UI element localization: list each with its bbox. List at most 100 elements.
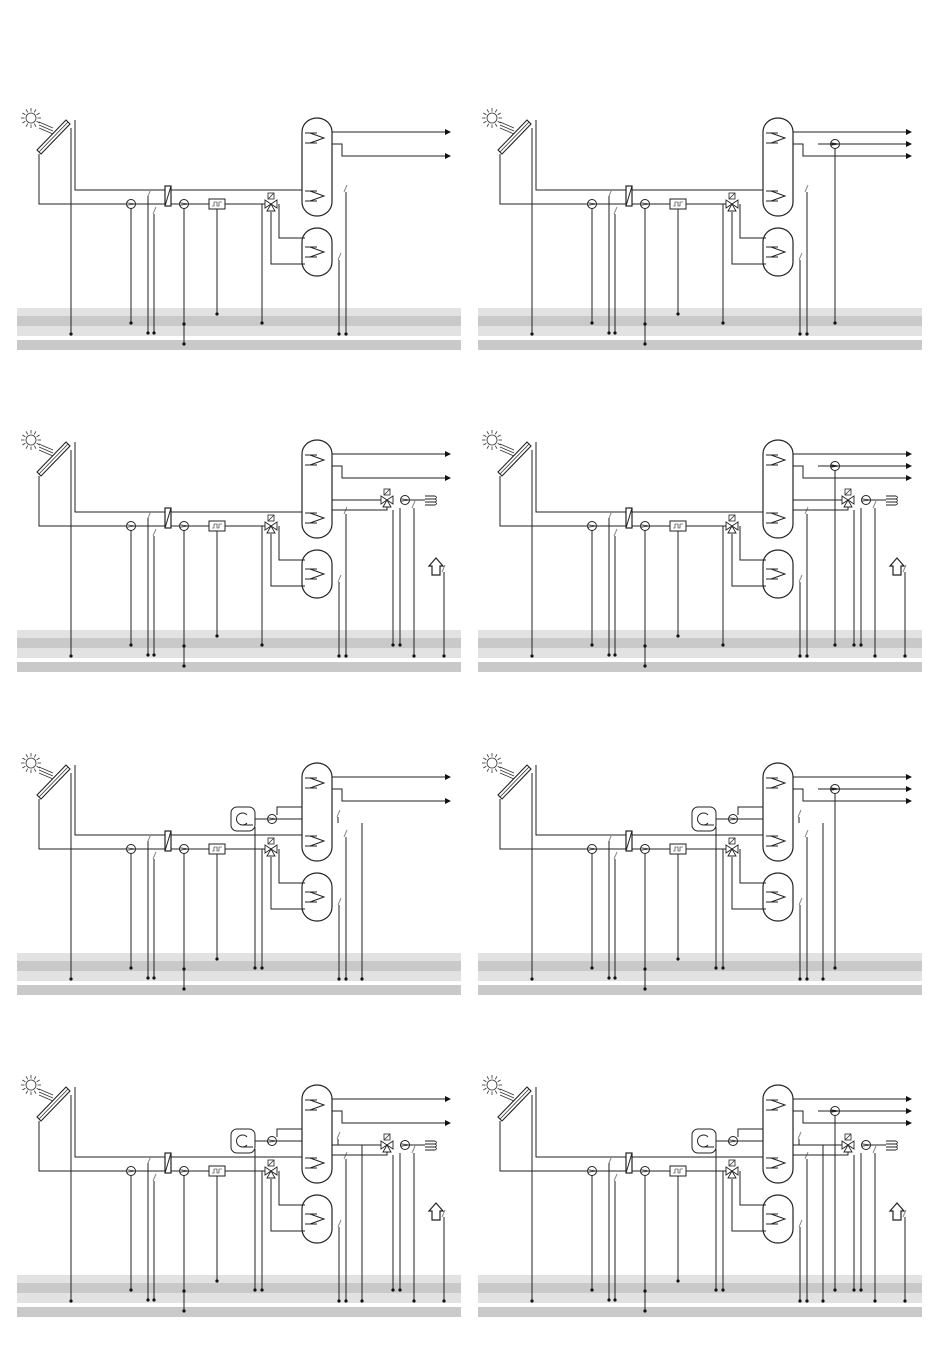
terminal-band bbox=[478, 1283, 922, 1293]
terminal-dot bbox=[215, 312, 218, 315]
terminal-dot bbox=[613, 976, 616, 979]
heat-exchanger-icon bbox=[165, 831, 171, 851]
temperature-sensor bbox=[338, 253, 341, 260]
terminal-dot bbox=[152, 653, 155, 656]
temperature-sensor bbox=[873, 1146, 876, 1153]
terminal-dot bbox=[182, 322, 185, 325]
terminal-band bbox=[17, 662, 461, 672]
house-icon bbox=[429, 558, 443, 575]
terminal-dot bbox=[859, 1288, 862, 1291]
terminal-dot bbox=[676, 1279, 679, 1282]
pump-icon bbox=[180, 1167, 189, 1176]
terminal-dot bbox=[253, 1288, 256, 1291]
three-way-valve-icon bbox=[381, 489, 393, 507]
pump-icon bbox=[729, 815, 738, 824]
terminal-band bbox=[478, 961, 922, 971]
outlet-arrow bbox=[906, 1120, 912, 1126]
temperature-sensor bbox=[799, 1220, 802, 1227]
terminal-dot bbox=[129, 321, 132, 324]
flow-meter-icon bbox=[670, 1166, 686, 1176]
outlet-arrow bbox=[445, 1096, 451, 1102]
diagram-d5 bbox=[478, 108, 922, 350]
terminal-band bbox=[17, 961, 461, 971]
terminal-dot bbox=[146, 331, 149, 334]
pump-icon bbox=[729, 1137, 738, 1146]
diagram-d8 bbox=[478, 1075, 922, 1317]
boiler-icon bbox=[231, 807, 255, 831]
terminal-dot bbox=[590, 321, 593, 324]
terminal-dot bbox=[714, 966, 717, 969]
outlet-arrow bbox=[445, 475, 451, 481]
terminal-dot bbox=[337, 654, 340, 657]
terminal-dot bbox=[337, 332, 340, 335]
temperature-sensor bbox=[805, 185, 808, 192]
terminal-dot bbox=[337, 1299, 340, 1302]
terminal-dot bbox=[215, 634, 218, 637]
terminal-dot bbox=[152, 976, 155, 979]
solar-collector-icon bbox=[37, 120, 70, 154]
pump-icon bbox=[588, 1167, 597, 1176]
outlet-arrow bbox=[906, 153, 912, 159]
sun-icon bbox=[21, 430, 53, 456]
temperature-sensor bbox=[614, 852, 617, 859]
sun-icon bbox=[21, 108, 53, 134]
boiler-icon bbox=[231, 1129, 255, 1153]
pump-icon bbox=[588, 522, 597, 531]
terminal-dot bbox=[344, 1299, 347, 1302]
pump-icon bbox=[180, 200, 189, 209]
terminal-dot bbox=[833, 321, 836, 324]
three-way-valve-icon bbox=[726, 515, 738, 533]
pump-icon bbox=[588, 845, 597, 854]
sun-icon bbox=[482, 430, 514, 456]
terminal-dot bbox=[676, 312, 679, 315]
terminal-band bbox=[17, 316, 461, 326]
temperature-sensor bbox=[798, 810, 801, 817]
solar-collector-icon bbox=[498, 1087, 531, 1121]
pump-icon bbox=[127, 200, 136, 209]
terminal-dot bbox=[821, 1299, 824, 1302]
terminal-dot bbox=[260, 321, 263, 324]
pump-icon bbox=[268, 1137, 277, 1146]
three-way-valve-icon bbox=[265, 193, 277, 211]
heat-exchanger-icon bbox=[626, 508, 632, 528]
terminal-dot bbox=[821, 977, 824, 980]
terminal-band bbox=[17, 1283, 461, 1293]
terminal-dot bbox=[714, 1288, 717, 1291]
pump-icon bbox=[641, 845, 650, 854]
diagram-d2 bbox=[17, 430, 461, 672]
terminal-dot bbox=[613, 653, 616, 656]
terminal-dot bbox=[360, 977, 363, 980]
terminal-band bbox=[17, 648, 461, 658]
terminal-dot bbox=[412, 1299, 415, 1302]
terminal-band bbox=[17, 630, 461, 638]
terminal-dot bbox=[676, 634, 679, 637]
terminal-band bbox=[17, 340, 461, 350]
pump-icon bbox=[641, 1167, 650, 1176]
temperature-sensor bbox=[337, 1132, 340, 1139]
diagram-d1 bbox=[17, 108, 461, 350]
heat-exchanger-icon bbox=[165, 186, 171, 206]
terminal-dot bbox=[607, 1298, 610, 1301]
pump-icon bbox=[268, 815, 277, 824]
temperature-sensor bbox=[344, 185, 347, 192]
diagram-d4 bbox=[17, 1075, 461, 1317]
outlet-arrow bbox=[906, 774, 912, 780]
outlet-arrow bbox=[906, 798, 912, 804]
temperature-sensor bbox=[412, 501, 415, 508]
temperature-sensor bbox=[153, 529, 156, 536]
pump-icon bbox=[862, 496, 871, 505]
terminal-dot bbox=[590, 643, 593, 646]
solar-collector-icon bbox=[498, 442, 531, 476]
terminal-dot bbox=[182, 664, 185, 667]
terminal-dot bbox=[721, 1288, 724, 1291]
storage-tank-icon bbox=[302, 873, 332, 921]
pump-icon bbox=[401, 1141, 410, 1150]
terminal-dot bbox=[643, 322, 646, 325]
terminal-dot bbox=[391, 643, 394, 646]
terminal-dot bbox=[590, 1288, 593, 1291]
terminal-dot bbox=[721, 321, 724, 324]
outlet-arrow bbox=[906, 475, 912, 481]
terminal-dot bbox=[833, 966, 836, 969]
outlet-arrow bbox=[445, 153, 451, 159]
terminal-band bbox=[17, 326, 461, 336]
